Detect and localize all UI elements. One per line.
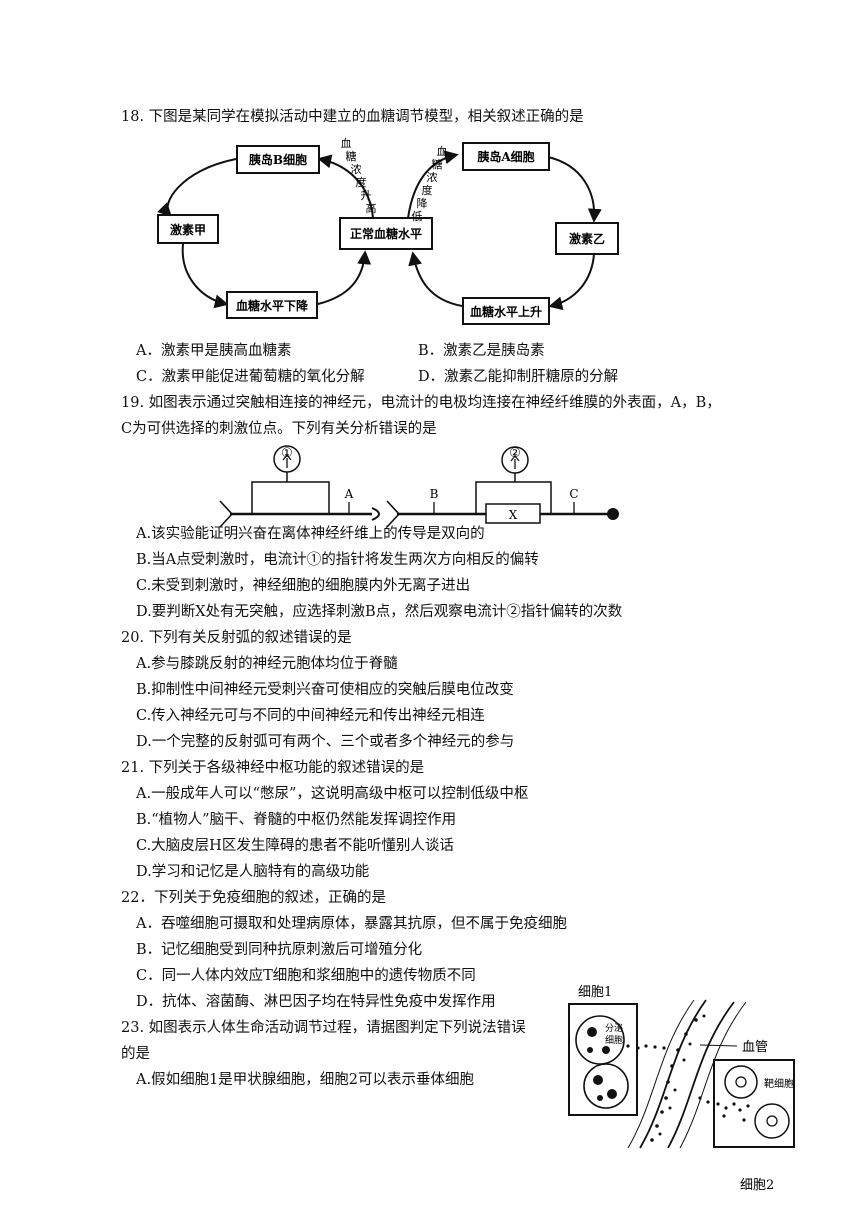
- fall-char-3: 浓: [427, 171, 438, 184]
- q21-option-a: A.一般成年人可以“憋尿”，这说明高级中枢可以控制低级中枢: [136, 786, 529, 802]
- vessel-dots: [650, 1014, 706, 1142]
- arrow-normal-to-a: [407, 150, 459, 219]
- q22-option-d: D．抗体、溶菌酶、淋巴因子均在特异性免疫中发挥作用: [136, 994, 496, 1010]
- fall-char-4: 度: [422, 183, 433, 197]
- q20-option-c: C.传入神经元可与不同的中间神经元和传出神经元相连: [136, 708, 485, 724]
- q21-option-b: B.“植物人”脑干、脊髓的中枢仍然能发挥调控作用: [136, 812, 457, 828]
- galvanometer-2-icon: [501, 446, 529, 474]
- point-a-label: A: [344, 487, 354, 501]
- fall-char-6: 低: [412, 210, 423, 223]
- vessel-label: 血管: [742, 1040, 768, 1055]
- fall-char-1: 血: [437, 144, 448, 158]
- arrow-jia-to-drop: [181, 243, 229, 309]
- box-normal-level: [339, 217, 433, 250]
- point-b-label: B: [430, 487, 439, 501]
- q19-stem-line2: C为可供选择的刺激位点。下列有关分析错误的是: [121, 421, 437, 437]
- label-rise: 血糖水平上升: [470, 304, 542, 319]
- label-a-cell: 胰岛A细胞: [477, 149, 534, 164]
- rise-char-3: 浓: [351, 163, 362, 176]
- box-hormone-jia: [157, 214, 219, 244]
- q18-option-a: A．激素甲是胰高血糖素: [136, 343, 292, 359]
- q18-option-b: B．激素乙是胰岛素: [418, 343, 545, 359]
- arrow-rise-to-normal: [408, 251, 463, 307]
- label-drop: 血糖水平下降: [236, 298, 309, 313]
- vessel-wall-left: [639, 999, 707, 1149]
- box-islet-b-cell: [236, 145, 320, 174]
- q19-option-a: A.该实验能证明兴奋在离体神经纤维上的传导是双向的: [136, 526, 485, 542]
- q20-stem: 20. 下列有关反射弧的叙述错误的是: [121, 630, 352, 646]
- q23-stem-line2: 的是: [121, 1046, 150, 1062]
- target-cell-lower: [754, 1103, 790, 1139]
- q18-option-c: C．激素甲能促进葡萄糖的氧化分解: [136, 369, 365, 385]
- meter-1-label: ①: [281, 446, 293, 461]
- q22-option-a: A．吞噬细胞可摄取和处理病原体，暴露其抗原，但不属于免疫细胞: [136, 916, 567, 932]
- secretory-label-1: 分泌: [605, 1022, 623, 1034]
- point-c-label: C: [569, 487, 578, 501]
- rise-char-2: 糖: [346, 149, 357, 163]
- cell1-box: [568, 1003, 638, 1116]
- q20-option-a: A.参与膝跳反射的神经元胞体均位于脊髓: [136, 656, 398, 672]
- q18-stem: 18. 下图是某同学在模拟活动中建立的血糖调节模型，相关叙述正确的是: [121, 109, 584, 125]
- arrow-b-to-jia: [157, 158, 237, 217]
- secretory-cell-upper: [575, 1015, 625, 1065]
- secretory-cell-lower: [583, 1063, 629, 1109]
- label-normal: 正常血糖水平: [350, 226, 422, 241]
- box-level-drop: [226, 291, 318, 319]
- label-hormone-yi: 激素乙: [569, 231, 605, 246]
- q20-option-b: B.抑制性中间神经元受刺兴奋可使相应的突触后膜电位改变: [136, 682, 514, 698]
- fall-char-5: 降: [417, 196, 428, 210]
- box-islet-a-cell: [462, 142, 550, 171]
- cell2-label: 细胞2: [740, 1178, 774, 1193]
- neuron-end-dot: [607, 508, 619, 520]
- label-hormone-jia: 激素甲: [170, 222, 206, 237]
- galvanometer-1-icon: [273, 445, 301, 473]
- target-cell-upper: [724, 1065, 758, 1099]
- arrow-a-to-yi: [547, 156, 602, 223]
- rise-char-1: 血: [341, 136, 352, 150]
- q22-option-b: B．记忆细胞受到同种抗原刺激后可增殖分化: [136, 942, 423, 958]
- q18-option-d: D．激素乙能抑制肝糖原的分解: [418, 369, 619, 385]
- meter-2-label: ②: [509, 446, 521, 461]
- q21-option-d: D.学习和记忆是人脑特有的高级功能: [136, 864, 370, 880]
- q21-stem: 21. 下列关于各级神经中枢功能的叙述错误的是: [121, 760, 425, 776]
- q23-stem-line1: 23. 如图表示人体生命活动调节过程，请据图判定下列说法错误: [121, 1020, 526, 1036]
- box-level-rise: [462, 297, 550, 325]
- vessel-wall-right: [667, 1001, 735, 1149]
- q19-option-d: D.要判断X处有无突触，应选择刺激B点，然后观察电流计②指针偏转的次数: [136, 604, 623, 620]
- rise-char-6: 高: [366, 201, 377, 215]
- q22-option-c: C．同一人体内效应T细胞和浆细胞中的遗传物质不同: [136, 968, 476, 984]
- q20-option-d: D.一个完整的反射弧可有两个、三个或者多个神经元的参与: [136, 734, 515, 750]
- q23-option-a: A.假如细胞1是甲状腺细胞，细胞2可以表示垂体细胞: [136, 1072, 475, 1088]
- q19-option-b: B.当A点受刺激时，电流计①的指针将发生两次方向相反的偏转: [136, 552, 539, 568]
- x-region-box: [485, 503, 541, 524]
- q19-stem-line1: 19. 如图表示通过突触相连接的神经元，电流计的电极均连接在神经纤维膜的外表面，…: [121, 395, 721, 411]
- q22-stem: 22．下列关于免疫细胞的叙述，正确的是: [121, 890, 386, 906]
- arrow-normal-to-b: [317, 154, 374, 219]
- q21-option-c: C.大脑皮层H区发生障碍的患者不能听懂别人谈话: [136, 838, 454, 854]
- x-label: X: [509, 508, 518, 522]
- rise-char-5: 升: [361, 189, 372, 202]
- rise-char-4: 度: [356, 175, 367, 189]
- box-hormone-yi: [555, 222, 619, 255]
- arrow-yi-to-rise: [548, 253, 595, 311]
- target-cell-label: 靶细胞: [764, 1077, 794, 1090]
- label-b-cell: 胰岛B细胞: [249, 152, 307, 167]
- fall-char-2: 糖: [432, 157, 443, 171]
- cell1-label: 细胞1: [578, 985, 612, 1000]
- arrow-drop-to-normal: [317, 250, 372, 305]
- secretory-label-2: 细胞: [605, 1034, 623, 1046]
- q19-option-c: C.未受到刺激时，神经细胞的细胞膜内外无离子进出: [136, 578, 471, 594]
- cell2-box: [713, 1059, 795, 1148]
